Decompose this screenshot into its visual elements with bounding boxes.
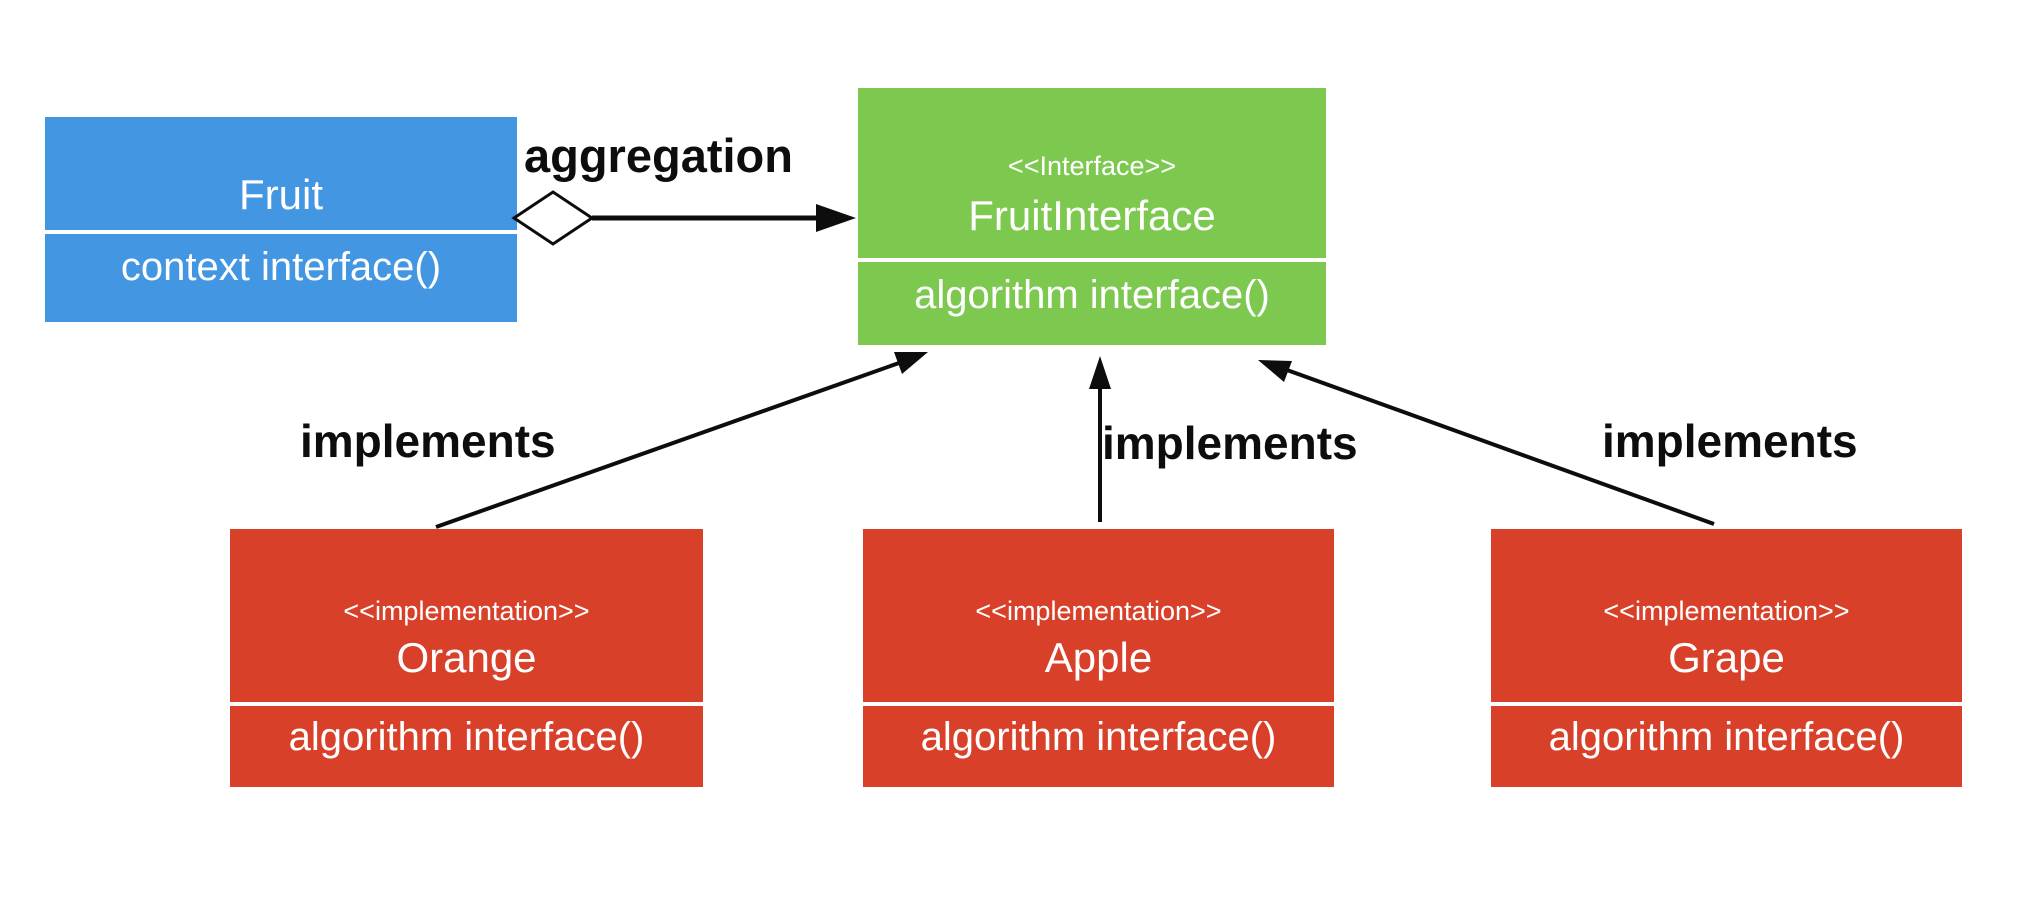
aggregation-label: aggregation [524,129,793,182]
class-name-apple: Apple [1044,633,1153,681]
class-name-grape: Grape [1668,633,1785,681]
method-fruit-interface: algorithm interface() [914,273,1270,317]
stereotype-apple: <<implementation>> [975,595,1222,626]
stereotype-grape: <<implementation>> [1603,595,1850,626]
implements-label-apple: implements [1102,417,1358,469]
divider-orange [230,702,703,706]
stereotype-orange: <<implementation>> [343,595,590,626]
implements-arrowhead-grape [1258,360,1292,382]
aggregation-arrowhead [816,204,856,232]
divider-grape [1491,702,1962,706]
class-name-fruit-interface: FruitInterface [968,191,1216,239]
class-box-grape: <<implementation>> Grape algorithm inter… [1491,529,1962,787]
aggregation-connector [511,190,856,246]
class-box-fruit: Fruit context interface() [45,117,517,322]
class-name-fruit: Fruit [239,170,323,218]
method-grape: algorithm interface() [1548,715,1905,759]
class-box-fruit-interface: <<Interface>> FruitInterface algorithm i… [858,88,1326,345]
implements-label-orange: implements [300,415,556,467]
divider-fruit-interface [858,258,1326,262]
implements-arrowhead-apple [1089,356,1111,389]
stereotype-fruit-interface: <<Interface>> [1007,150,1177,181]
class-box-orange: <<implementation>> Orange algorithm inte… [230,529,703,787]
aggregation-diamond [511,190,595,246]
class-box-apple: <<implementation>> Apple algorithm inter… [863,529,1334,787]
implements-label-grape: implements [1602,415,1858,467]
method-orange: algorithm interface() [288,715,645,759]
divider-apple [863,702,1334,706]
divider-fruit [45,230,517,234]
implements-arrowhead-orange [894,352,928,374]
method-fruit: context interface() [120,245,442,289]
class-name-orange: Orange [396,633,537,681]
method-apple: algorithm interface() [920,715,1277,759]
